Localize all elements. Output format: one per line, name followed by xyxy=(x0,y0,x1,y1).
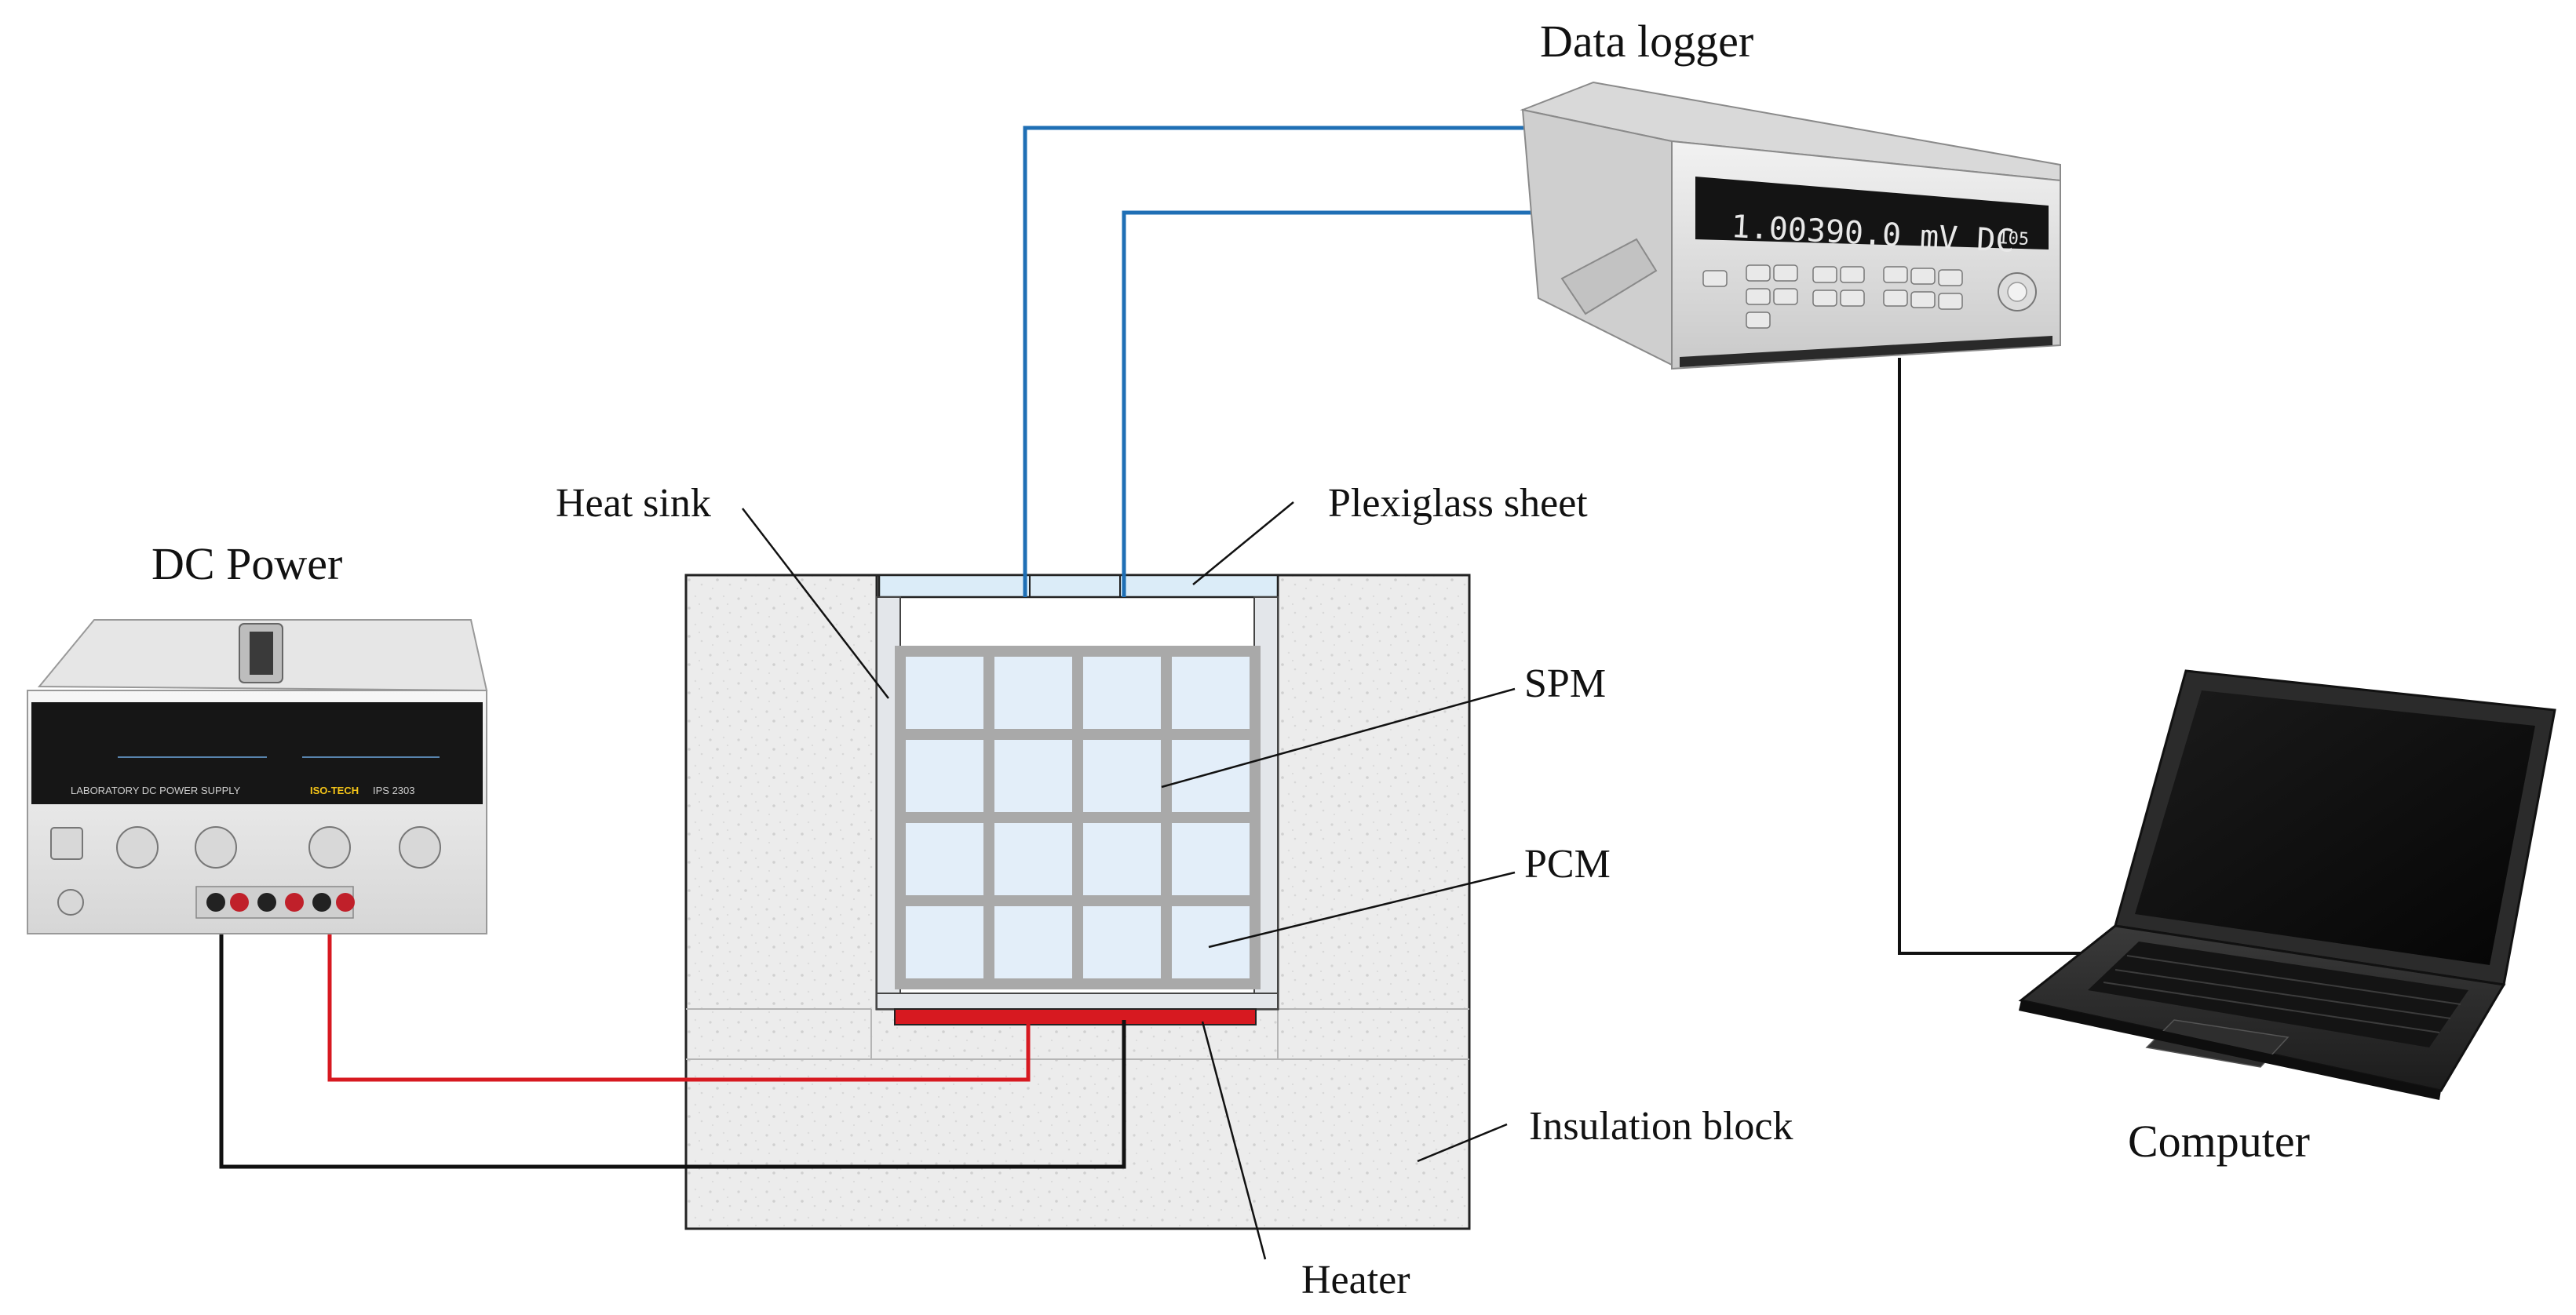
power-wires xyxy=(219,930,1126,1169)
heater xyxy=(894,1008,1257,1025)
leader-spm xyxy=(1161,687,1516,789)
pcm-cell xyxy=(1172,906,1250,978)
leader-pcm xyxy=(1208,871,1516,949)
positive-wire xyxy=(327,930,1031,1082)
power-supply-terminals xyxy=(195,886,355,919)
label-heat-sink: Heat sink xyxy=(556,481,711,526)
power-supply-brand: ISO-TECH xyxy=(310,785,359,796)
usb-cable xyxy=(1898,358,2115,955)
pcm-cell xyxy=(906,657,983,729)
thermocouple-wires xyxy=(1023,126,1545,597)
label-insulation-block: Insulation block xyxy=(1529,1104,1793,1149)
thermocouple-wire-2 xyxy=(1122,210,1545,597)
pcm-cell xyxy=(1172,657,1250,729)
pcm-cell xyxy=(1172,740,1250,812)
label-data-logger: Data logger xyxy=(1540,16,1753,67)
label-spm: SPM xyxy=(1524,661,1606,706)
ground-wire xyxy=(219,930,1126,1169)
pcm-cell xyxy=(994,740,1072,812)
plexiglass-sheet xyxy=(878,574,1279,599)
power-supply-knobs xyxy=(50,826,441,916)
labels: Data logger DC Power Heat sink Plexiglas… xyxy=(151,16,2310,1302)
pcm-cell xyxy=(994,823,1072,895)
leader-heat-sink xyxy=(742,508,889,699)
logger-channel-text: 105 xyxy=(1998,228,2030,250)
leader-heater xyxy=(1201,1021,1267,1260)
label-pcm: PCM xyxy=(1524,842,1611,887)
dc-power-supply: LABORATORY DC POWER SUPPLY ISO-TECH IPS … xyxy=(27,619,488,934)
label-computer: Computer xyxy=(2128,1116,2310,1167)
label-heater: Heater xyxy=(1301,1258,1410,1302)
spm-grid xyxy=(895,646,1261,989)
thermocouple-wire-1 xyxy=(1023,126,1545,597)
label-plexiglass-sheet: Plexiglass sheet xyxy=(1328,481,1588,526)
pcm-cell xyxy=(906,906,983,978)
label-dc-power: DC Power xyxy=(151,538,342,589)
pcm-cell xyxy=(906,823,983,895)
pcm-cell xyxy=(1083,740,1161,812)
pcm-cell xyxy=(994,657,1072,729)
data-logger: 1.00390.0 mV DC 105 xyxy=(1520,81,2061,370)
laptop-computer xyxy=(2018,669,2556,1100)
power-supply-model: IPS 2303 xyxy=(373,785,415,796)
pcm-cell xyxy=(1083,823,1161,895)
pcm-cell xyxy=(1172,823,1250,895)
leader-insulation xyxy=(1417,1123,1508,1163)
power-supply-panel-text: LABORATORY DC POWER SUPPLY xyxy=(71,785,241,796)
leader-plexiglass xyxy=(1192,501,1294,585)
leader-lines xyxy=(742,501,1516,1260)
pcm-cell xyxy=(1083,906,1161,978)
pcm-cell xyxy=(906,740,983,812)
logger-keypad xyxy=(1702,264,1963,329)
pcm-cell xyxy=(994,906,1072,978)
pcm-cell xyxy=(1083,657,1161,729)
